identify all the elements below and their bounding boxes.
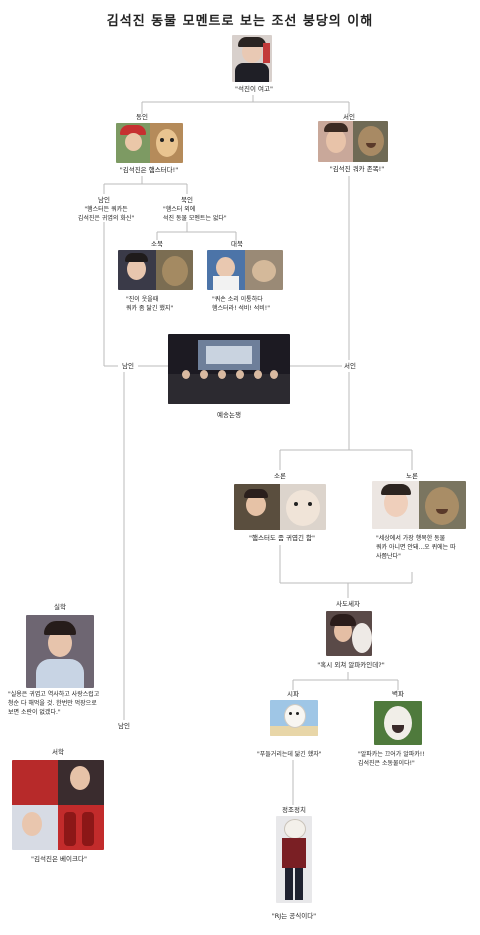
prince-label: 사도세자 xyxy=(336,600,360,608)
controversy-caption: 예송논쟁 xyxy=(217,411,241,419)
noron-photo xyxy=(372,481,466,529)
sipa-quote: "푸들거리는데 닮긴 했자" xyxy=(257,751,322,758)
sobuk-photo xyxy=(118,250,193,290)
silhak-quote: "실용은 귀엽고 역사하고 사랑스럽고 청순 다 해먹을 것. 한번만 먹장으로… xyxy=(8,691,100,716)
daebuk-label: 대북 xyxy=(231,240,243,248)
controversy-photo xyxy=(168,334,290,404)
namin-label: 남인 xyxy=(98,196,110,204)
root-quote: "석진이 여고" xyxy=(235,85,273,93)
daebuk-photo xyxy=(207,250,283,290)
jeongjo-label: 정조정치 xyxy=(282,806,306,814)
byeokpa-label: 벽파 xyxy=(392,690,404,698)
seoin-photo xyxy=(318,121,388,162)
seoin-quote: "김석진 쿼카 존똑!" xyxy=(329,165,385,173)
seoin-label: 서인 xyxy=(343,113,355,121)
bukin-label: 북인 xyxy=(181,196,193,204)
root-photo xyxy=(232,35,272,82)
silhak-label: 실학 xyxy=(54,603,66,611)
namin-quote: "햄스터든 쿼카든 김석진은 귀엽의 화신" xyxy=(77,206,135,222)
seohak-label: 서학 xyxy=(52,748,64,756)
seohak-photo xyxy=(12,760,104,850)
namin-side-label: 남인 xyxy=(118,722,130,730)
seohak-quote: "김석진은 베이크다" xyxy=(31,855,87,863)
sipa-photo xyxy=(270,700,318,736)
controversy-left-label: 남인 xyxy=(122,362,134,370)
sobuk-label: 소북 xyxy=(151,240,163,248)
daebuk-quote: "쿼손 소리 이통하다 햄스터라! 석비! 석비!" xyxy=(212,296,270,312)
noron-quote: "세상에서 가장 행복한 동물 쿼카 아니면 안돼...오 퀴에는 따 사쯤난다… xyxy=(376,535,456,560)
sipa-label: 시파 xyxy=(287,690,299,698)
prince-photo xyxy=(326,611,372,656)
jeongjo-photo xyxy=(276,816,312,903)
dongin-label: 동인 xyxy=(136,113,148,121)
dongin-photo xyxy=(116,123,183,163)
soron-label: 소론 xyxy=(274,472,286,480)
noron-label: 노론 xyxy=(406,472,418,480)
soron-photo xyxy=(234,484,326,530)
soron-quote: "햄스터도 좀 귀엽긴 함" xyxy=(249,534,315,542)
page-title: 김석진 동물 모멘트로 보는 조선 붕당의 이해 xyxy=(106,14,374,29)
dongin-quote: "김석진은 햄스터다!" xyxy=(119,166,179,174)
silhak-photo xyxy=(26,615,94,688)
controversy-right-label: 서인 xyxy=(344,362,356,370)
byeokpa-photo xyxy=(374,701,422,745)
jeongjo-quote: "RJ는 공식이다" xyxy=(271,912,317,920)
byeokpa-quote: "알파카는 끄어가 알파카!! 김석진은 소동물이다!" xyxy=(358,751,425,767)
bukin-quote: "햄스터 외에 석진 동물 모멘트는 없다" xyxy=(163,206,227,222)
prince-quote: "혹시 외쳐 알파카인데?" xyxy=(317,661,385,669)
sobuk-quote: "진이 웃을때 쿼카 좀 닮긴 했지" xyxy=(126,296,174,312)
